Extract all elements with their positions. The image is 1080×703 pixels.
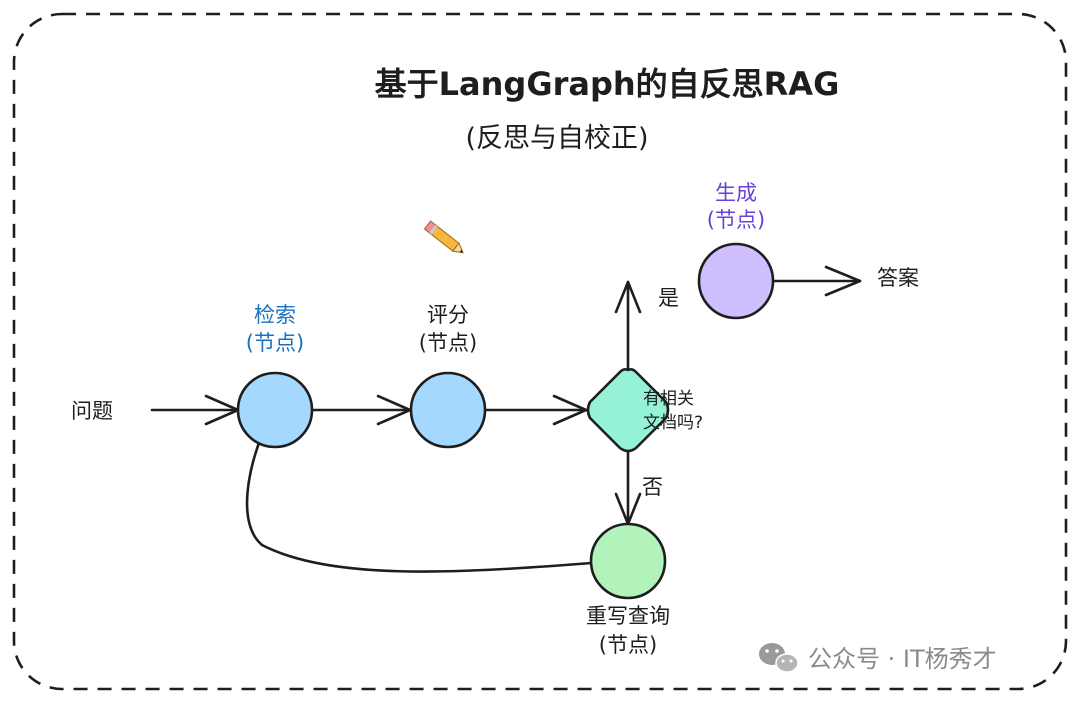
decision-node: [586, 368, 670, 453]
watermark-text: 公众号 · IT杨秀才: [808, 645, 997, 673]
rewrite-node: [589, 522, 667, 600]
decision-label-line1: 有相关: [643, 389, 694, 409]
edge-decision-yes-arrowhead: [614, 280, 642, 314]
edge-grade-decision-arrowhead: [552, 394, 588, 426]
diagram-title: 基于LangGraph的自反思RAG: [375, 65, 840, 103]
question-label: 问题: [71, 399, 113, 423]
generate-label: 生成: [715, 181, 757, 205]
pencil-icon: [423, 220, 464, 254]
rewrite-label: 重写查询: [586, 604, 670, 628]
decision-label-line2: 文档吗?: [643, 413, 703, 433]
edge-no-label: 否: [642, 475, 663, 499]
grade-sublabel: (节点): [419, 331, 477, 355]
answer-label: 答案: [877, 266, 919, 290]
edge-generate-answer-arrowhead: [824, 265, 862, 297]
edge-rewrite-retrieve: [245, 410, 594, 573]
retrieve-sublabel: (节点): [246, 331, 304, 355]
retrieve-node: [236, 371, 314, 449]
grade-label: 评分: [427, 303, 469, 327]
rewrite-sublabel: (节点): [599, 633, 657, 657]
grade-node: [409, 371, 487, 449]
wechat-icon: [759, 643, 799, 673]
retrieve-label: 检索: [254, 303, 296, 327]
dashed-frame: [12, 12, 1068, 691]
edge-yes-label: 是: [658, 286, 679, 310]
generate-sublabel: (节点): [707, 208, 765, 232]
generate-node: [697, 242, 775, 320]
diagram-subtitle: (反思与自校正): [465, 123, 648, 154]
